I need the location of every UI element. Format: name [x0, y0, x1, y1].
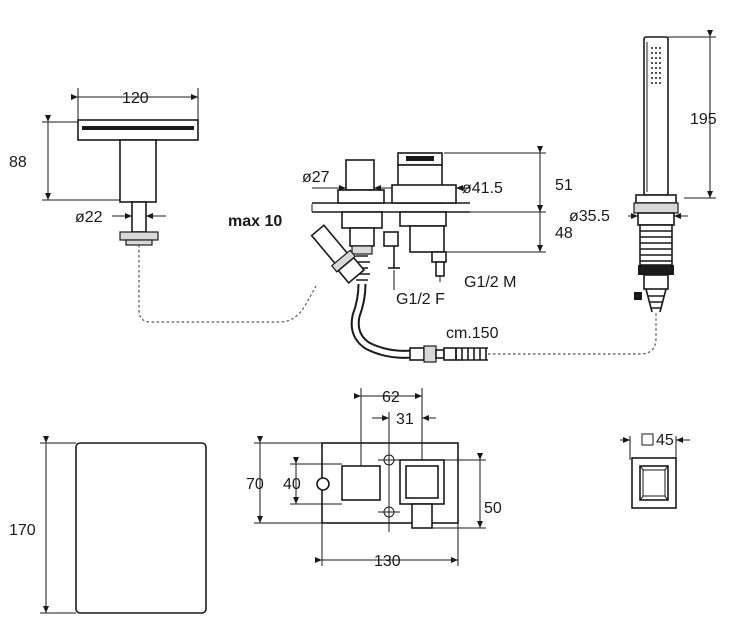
handshower-holder-top-view [620, 433, 690, 509]
spout-diameter-label: ø22 [75, 209, 103, 226]
deck-max-label: max 10 [228, 213, 282, 230]
handshower-hose-dashed [488, 312, 657, 355]
valve-height-top-label: 51 [555, 177, 573, 194]
handshower-square-label: 45 [656, 432, 674, 449]
spout-width-label: 120 [122, 90, 149, 107]
valve-height-bottom-label: 48 [555, 225, 573, 242]
plate-height-70-label: 70 [246, 476, 264, 493]
handshower-side-view [628, 30, 716, 313]
plate-height-40-label: 40 [283, 476, 301, 493]
plate-height-50-label: 50 [484, 500, 502, 517]
valve-diameter-small-label: ø27 [302, 169, 330, 186]
hose-length-label: cm.150 [446, 325, 499, 342]
valve-diameter-large-label: ø41.5 [462, 180, 503, 197]
spout-height-label: 88 [9, 154, 27, 171]
thread-male-label: G1/2 M [464, 274, 516, 291]
spout-front-height-label: 170 [9, 522, 36, 539]
spout-side-view [42, 88, 199, 246]
thread-female-label: G1/2 F [396, 291, 445, 308]
spout-hose-dashed [138, 245, 317, 323]
valve-plate-top-view [254, 388, 486, 566]
valve-side-view [310, 146, 546, 363]
plate-width-31-label: 31 [396, 411, 414, 428]
plate-width-130-label: 130 [374, 553, 401, 570]
handshower-diameter-label: ø35.5 [569, 208, 610, 225]
spout-front-view [40, 436, 207, 614]
plate-width-62-label: 62 [382, 389, 400, 406]
handshower-height-label: 195 [690, 111, 717, 128]
